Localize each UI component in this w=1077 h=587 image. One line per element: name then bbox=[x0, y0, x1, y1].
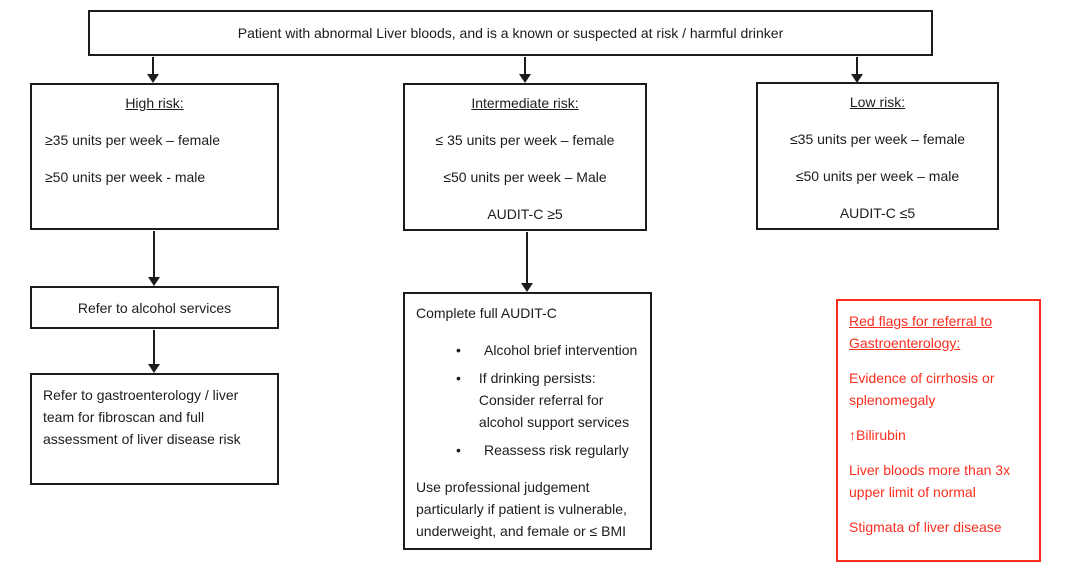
low-risk-title: Low risk: bbox=[849, 94, 906, 110]
audit-bullet-item: • Reassess risk regularly bbox=[456, 439, 639, 461]
audit-box-title: Complete full AUDIT-C bbox=[416, 305, 557, 321]
red-flag-item-cirrhosis: Evidence of cirrhosis or splenomegaly bbox=[849, 370, 995, 408]
audit-bullet-item: • Alcohol brief intervention bbox=[456, 339, 639, 361]
patient-box: Patient with abnormal Liver bloods, and … bbox=[88, 10, 933, 56]
arrow-high-risk-to-alcohol-services bbox=[153, 231, 155, 277]
red-flag-item-stigmata: Stigmata of liver disease bbox=[849, 519, 1002, 535]
arrow-alcohol-services-to-gastro bbox=[153, 330, 155, 364]
red-flags-box: Red flags for referral to Gastroenterolo… bbox=[836, 299, 1041, 562]
audit-box-note: Use professional judgement particularly … bbox=[416, 479, 627, 539]
intermediate-risk-line-audit: AUDIT-C ≥5 bbox=[487, 206, 563, 222]
bullet-icon: • bbox=[456, 370, 461, 386]
intermediate-risk-line-male: ≤50 units per week – Male bbox=[443, 169, 607, 185]
refer-alcohol-services-box: Refer to alcohol services bbox=[30, 286, 279, 329]
red-flags-title: Red flags for referral to Gastroenterolo… bbox=[849, 313, 993, 351]
intermediate-risk-line-female: ≤ 35 units per week – female bbox=[435, 132, 615, 148]
low-risk-box: Low risk: ≤35 units per week – female ≤5… bbox=[756, 82, 999, 230]
refer-gastroenterology-box: Refer to gastroenterology / liver team f… bbox=[30, 373, 279, 485]
high-risk-box: High risk: ≥35 units per week – female ≥… bbox=[30, 83, 279, 230]
arrow-top-to-low-risk bbox=[856, 57, 858, 74]
arrow-top-to-intermediate-risk bbox=[524, 57, 526, 74]
audit-bullet-list: • Alcohol brief intervention • If drinki… bbox=[416, 339, 639, 461]
audit-bullet-text: Alcohol brief intervention bbox=[484, 342, 638, 358]
arrowhead-top-to-high-risk-icon bbox=[147, 74, 159, 83]
arrow-top-to-high-risk bbox=[152, 57, 154, 74]
patient-box-text: Patient with abnormal Liver bloods, and … bbox=[237, 25, 784, 41]
arrowhead-top-to-low-risk-icon bbox=[851, 74, 863, 83]
arrowhead-top-to-intermediate-risk-icon bbox=[519, 74, 531, 83]
audit-bullet-item: • If drinking persists: Consider referra… bbox=[456, 367, 639, 433]
low-risk-line-male: ≤50 units per week – male bbox=[795, 168, 960, 184]
arrowhead-high-risk-to-alcohol-services-icon bbox=[148, 277, 160, 286]
intermediate-risk-title: Intermediate risk: bbox=[471, 95, 579, 111]
refer-alcohol-services-text: Refer to alcohol services bbox=[77, 299, 232, 316]
red-flag-item-liver-bloods: Liver bloods more than 3x upper limit of… bbox=[849, 462, 1011, 500]
high-risk-line-female: ≥35 units per week – female bbox=[45, 132, 220, 148]
low-risk-line-female: ≤35 units per week – female bbox=[790, 131, 965, 147]
high-risk-line-male: ≥50 units per week - male bbox=[45, 169, 206, 185]
bullet-icon: • bbox=[456, 442, 461, 458]
red-flag-item-bilirubin: ↑Bilirubin bbox=[849, 427, 906, 443]
intermediate-risk-box: Intermediate risk: ≤ 35 units per week –… bbox=[403, 83, 647, 231]
arrowhead-alcohol-services-to-gastro-icon bbox=[148, 364, 160, 373]
arrow-intermediate-to-audit bbox=[526, 232, 528, 283]
arrowhead-intermediate-to-audit-icon bbox=[521, 283, 533, 292]
high-risk-title: High risk: bbox=[125, 95, 184, 111]
audit-bullet-text: If drinking persists: Consider referral … bbox=[478, 370, 630, 430]
bullet-icon: • bbox=[456, 342, 461, 358]
refer-gastroenterology-text: Refer to gastroenterology / liver team f… bbox=[43, 387, 241, 447]
low-risk-line-audit: AUDIT-C ≤5 bbox=[839, 205, 916, 221]
complete-audit-box: Complete full AUDIT-C • Alcohol brief in… bbox=[403, 292, 652, 550]
audit-bullet-text: Reassess risk regularly bbox=[484, 442, 629, 458]
